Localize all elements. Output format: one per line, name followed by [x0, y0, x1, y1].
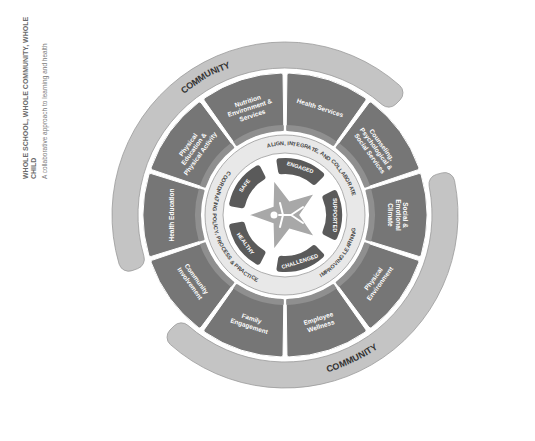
wheel [112, 42, 458, 388]
label-glyph: E [350, 192, 356, 197]
star-tab [277, 245, 324, 272]
child-figure [271, 203, 304, 227]
component-name: Physical Environment [354, 255, 398, 307]
label-glyph: G [275, 141, 280, 147]
component-segment: Nutrition Environment & Services [220, 87, 279, 128]
star-tab [229, 165, 265, 208]
star-word: SAFE [239, 179, 252, 194]
component-segment: Physical Environment [353, 254, 400, 309]
label-glyph: G [211, 207, 217, 212]
ring-label: COORDINATING POLICY, PROCESS & PRACTICE [202, 132, 368, 298]
component-name: Social & Emotional Climate [387, 188, 409, 242]
component-wedge [286, 284, 366, 357]
star-tab [322, 190, 342, 240]
child-star [248, 180, 315, 250]
component-segment: Family Engagement [221, 305, 278, 340]
wedge-rim [365, 189, 375, 242]
subtitle: A collaborative approach to learning and… [41, 9, 49, 179]
label-glyph: E [253, 277, 259, 284]
label-glyph: , [284, 141, 286, 147]
star-word: CHALLENGED [281, 253, 319, 270]
star-word: HEALTHY [236, 232, 255, 256]
star-word: SUPPORTED [331, 198, 337, 232]
component-name: Nutrition Environment & Services [221, 89, 279, 127]
component-wedge [366, 174, 427, 257]
component-segment: Employee Wellness [291, 305, 348, 340]
label-glyph: N [212, 203, 218, 208]
label-glyph: Y [223, 60, 232, 71]
component-wedge [143, 174, 204, 257]
component-segment: Community Involvement [170, 254, 217, 309]
wedge-rim [195, 189, 205, 242]
label-glyph: G [351, 227, 357, 232]
label-glyph: P [211, 213, 217, 217]
ring-label: IMPROVING LEARNING [202, 132, 368, 298]
component-segment: Physical Education & Physical Activity [167, 119, 220, 178]
label-glyph: N [280, 141, 284, 147]
star-word: ENGAGED [286, 161, 314, 175]
ring-label: ALIGN, INTEGRATE, AND COLLABORATE [202, 132, 368, 298]
component-name: Employee Wellness [292, 307, 348, 338]
title: WHOLE SCHOOL, WHOLE COMMUNITY, WHOLE CHI… [22, 9, 39, 179]
label-glyph [211, 211, 217, 213]
label-glyph: O [211, 217, 217, 222]
component-segment: Social & Emotional Climate [385, 188, 411, 242]
label-glyph [285, 141, 287, 147]
inner-ring [205, 135, 365, 295]
label-glyph: N [288, 141, 292, 147]
child-head [271, 212, 278, 219]
component-name: Counseling, Psychological & Social Servi… [351, 120, 401, 177]
component-name: Family Engagement [222, 307, 278, 338]
component-segment: Health Education [165, 188, 179, 242]
component-name: Health Education [168, 188, 175, 242]
star-tab [229, 222, 265, 265]
star-tab [277, 158, 324, 185]
component-segment: Counseling, Psychological & Social Servi… [350, 119, 403, 178]
component-segment: Health Services [292, 93, 348, 123]
component-name: Community Involvement [172, 255, 216, 307]
child-body [279, 203, 303, 227]
component-name: Physical Education & Physical Activity [169, 120, 219, 177]
component-name: Health Services [293, 96, 347, 120]
